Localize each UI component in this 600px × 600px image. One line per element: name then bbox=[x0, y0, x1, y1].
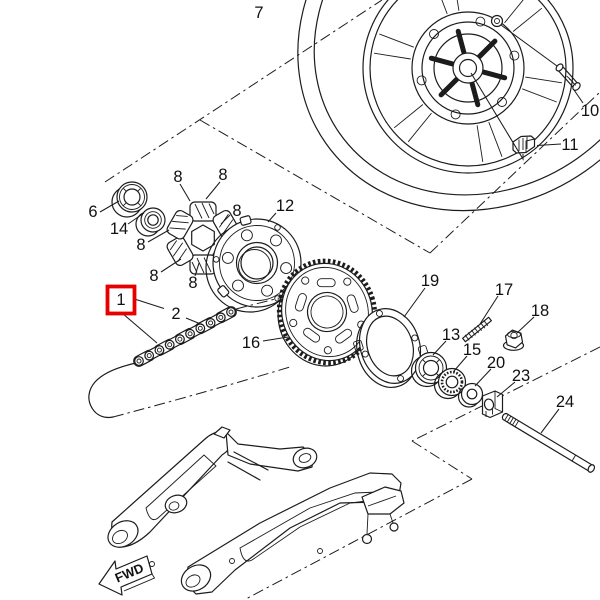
part-label-10[interactable]: 10 bbox=[581, 102, 599, 120]
valve-stem-icon bbox=[555, 63, 581, 91]
balance-weight-icon bbox=[512, 135, 536, 154]
part-label-8[interactable]: 8 bbox=[149, 267, 158, 285]
sprocket-16-icon bbox=[276, 258, 378, 367]
bearing-6-icon bbox=[111, 181, 148, 218]
part-label-7[interactable]: 7 bbox=[254, 4, 263, 22]
lower-group-border bbox=[243, 346, 600, 600]
chain-links bbox=[133, 306, 237, 367]
swingarm-illustration bbox=[107, 426, 405, 595]
fwd-arrow: FWD bbox=[98, 555, 156, 596]
part-label-23[interactable]: 23 bbox=[512, 367, 530, 385]
drive-chain-icon bbox=[88, 295, 291, 419]
sprocket-hub-12-icon bbox=[205, 215, 304, 313]
part-label-2[interactable]: 2 bbox=[171, 305, 180, 323]
selected-part-highlight bbox=[105, 284, 137, 316]
part-label-17[interactable]: 17 bbox=[495, 281, 513, 299]
collar-14-icon bbox=[135, 207, 166, 237]
hub-bolt-holes bbox=[416, 16, 520, 120]
nut-18-icon bbox=[502, 329, 525, 351]
part-label-8[interactable]: 8 bbox=[173, 168, 182, 186]
wheel-spokes bbox=[374, 0, 562, 162]
collar-20-icon bbox=[457, 382, 484, 408]
part-label-19[interactable]: 19 bbox=[421, 272, 439, 290]
part-label-16[interactable]: 16 bbox=[242, 334, 260, 352]
part-label-8[interactable]: 8 bbox=[136, 236, 145, 254]
part-label-8[interactable]: 8 bbox=[232, 202, 241, 220]
part-label-14[interactable]: 14 bbox=[110, 220, 128, 238]
part-label-20[interactable]: 20 bbox=[487, 354, 505, 372]
part-label-12[interactable]: 12 bbox=[276, 197, 294, 215]
axle-24-icon bbox=[501, 412, 596, 473]
hub-vanes bbox=[428, 28, 508, 108]
part-label-18[interactable]: 18 bbox=[531, 302, 549, 320]
seal-15-icon bbox=[433, 367, 467, 400]
leader-lines bbox=[99, 24, 584, 434]
part-label-15[interactable]: 15 bbox=[463, 341, 481, 359]
part-label-6[interactable]: 6 bbox=[88, 203, 97, 221]
part-label-11[interactable]: 11 bbox=[561, 136, 578, 154]
stud-17-icon bbox=[462, 316, 492, 343]
guard-plate-19-icon bbox=[353, 308, 429, 388]
valve-hole bbox=[490, 14, 504, 28]
part-label-8[interactable]: 8 bbox=[188, 274, 197, 292]
wheel-group-border bbox=[104, 0, 600, 254]
part-label-1[interactable]: 1 bbox=[116, 291, 125, 309]
part-label-24[interactable]: 24 bbox=[556, 393, 574, 411]
part-label-13[interactable]: 13 bbox=[442, 326, 460, 344]
rear-wheel-illustration bbox=[297, 0, 600, 212]
chain-adjuster-23-icon bbox=[481, 390, 504, 419]
part-label-8[interactable]: 8 bbox=[218, 166, 227, 184]
